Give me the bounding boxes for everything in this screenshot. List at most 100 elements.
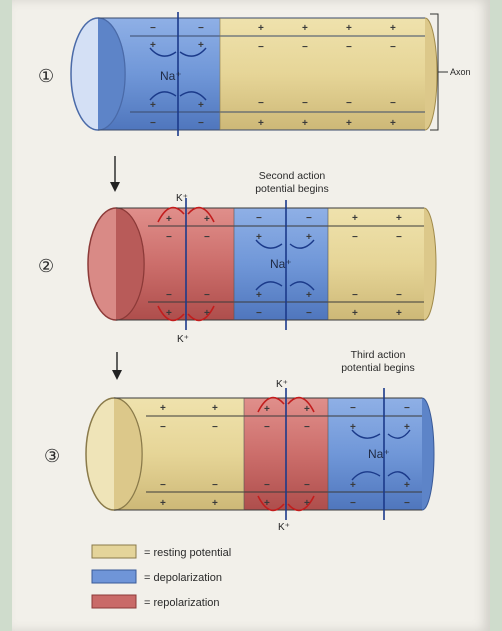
- svg-text:−: −: [166, 232, 172, 243]
- svg-text:−: −: [264, 480, 270, 491]
- second-ap-label-line1: Second action: [259, 170, 326, 182]
- arrow-down-icon: [110, 156, 120, 192]
- svg-text:−: −: [304, 480, 310, 491]
- resting-segment: [220, 18, 425, 130]
- svg-text:+: +: [256, 290, 262, 301]
- svg-text:−: −: [198, 118, 204, 129]
- svg-text:+: +: [390, 23, 396, 34]
- svg-text:−: −: [302, 42, 308, 53]
- resting-segment: [328, 208, 424, 320]
- svg-text:+: +: [306, 290, 312, 301]
- svg-text:+: +: [264, 404, 270, 415]
- svg-text:+: +: [198, 100, 204, 111]
- axon-3: Third action potential begins K⁺ K⁺ Na⁺ …: [44, 349, 434, 533]
- svg-text:+: +: [404, 480, 410, 491]
- svg-text:+: +: [302, 118, 308, 129]
- svg-text:−: −: [258, 98, 264, 109]
- svg-text:−: −: [166, 290, 172, 301]
- svg-text:−: −: [204, 232, 210, 243]
- svg-text:−: −: [160, 422, 166, 433]
- svg-text:+: +: [352, 308, 358, 319]
- legend-label-resting: = resting potential: [144, 547, 231, 559]
- svg-text:+: +: [304, 404, 310, 415]
- svg-text:−: −: [396, 232, 402, 243]
- third-ap-label-line1: Third action: [351, 349, 406, 361]
- svg-text:+: +: [346, 118, 352, 129]
- svg-text:+: +: [150, 100, 156, 111]
- legend-label-repolarization: = repolarization: [144, 597, 220, 609]
- legend-swatch-resting: [92, 545, 136, 558]
- svg-text:−: −: [404, 403, 410, 414]
- legend-swatch-repolarization: [92, 595, 136, 608]
- second-ap-label-line2: potential begins: [255, 183, 329, 195]
- svg-text:+: +: [350, 480, 356, 491]
- k-label-bottom: K⁺: [177, 334, 189, 345]
- svg-text:+: +: [302, 23, 308, 34]
- svg-text:−: −: [198, 23, 204, 34]
- svg-text:−: −: [306, 308, 312, 319]
- svg-text:−: −: [256, 308, 262, 319]
- svg-text:−: −: [306, 213, 312, 224]
- svg-text:+: +: [264, 498, 270, 509]
- na-label: Na⁺: [160, 69, 182, 83]
- svg-text:−: −: [390, 42, 396, 53]
- svg-text:+: +: [390, 118, 396, 129]
- svg-text:+: +: [258, 118, 264, 129]
- svg-text:−: −: [258, 42, 264, 53]
- svg-text:+: +: [256, 232, 262, 243]
- step-number-1: ①: [38, 66, 54, 86]
- svg-text:+: +: [350, 422, 356, 433]
- svg-text:+: +: [198, 40, 204, 51]
- svg-text:−: −: [150, 23, 156, 34]
- svg-text:+: +: [304, 498, 310, 509]
- legend: = resting potential = depolarization = r…: [92, 545, 231, 609]
- svg-text:+: +: [258, 23, 264, 34]
- svg-text:−: −: [204, 290, 210, 301]
- axon-1: Na⁺ − − + + + + − − + + + + − − − − − − − − + + + + Axon…: [38, 12, 471, 136]
- svg-text:+: +: [346, 23, 352, 34]
- svg-text:−: −: [304, 422, 310, 433]
- na-label: Na⁺: [368, 447, 390, 461]
- k-label-bottom: K⁺: [278, 522, 290, 533]
- svg-text:+: +: [204, 214, 210, 225]
- svg-text:−: −: [404, 498, 410, 509]
- svg-text:−: −: [150, 118, 156, 129]
- svg-text:+: +: [166, 308, 172, 319]
- svg-text:−: −: [350, 498, 356, 509]
- step-number-2: ②: [38, 256, 54, 276]
- axon-2: Second action potential begins K⁺ K⁺ Na⁺…: [38, 170, 436, 345]
- svg-text:−: −: [256, 213, 262, 224]
- svg-text:+: +: [204, 308, 210, 319]
- k-label-top: K⁺: [176, 193, 188, 204]
- svg-text:+: +: [404, 422, 410, 433]
- svg-text:−: −: [302, 98, 308, 109]
- svg-text:−: −: [160, 480, 166, 491]
- na-label: Na⁺: [270, 257, 292, 271]
- step-number-3: ③: [44, 446, 60, 466]
- svg-text:−: −: [346, 42, 352, 53]
- svg-text:+: +: [396, 213, 402, 224]
- axon-label: Axon: [450, 67, 471, 77]
- svg-text:−: −: [346, 98, 352, 109]
- k-label-top: K⁺: [276, 379, 288, 390]
- svg-text:+: +: [396, 308, 402, 319]
- svg-text:−: −: [350, 403, 356, 414]
- svg-text:−: −: [390, 98, 396, 109]
- svg-text:−: −: [212, 480, 218, 491]
- third-ap-label-line2: potential begins: [341, 362, 415, 374]
- svg-text:+: +: [212, 498, 218, 509]
- legend-swatch-depolarization: [92, 570, 136, 583]
- arrow-down-icon: [112, 352, 122, 380]
- svg-text:+: +: [352, 213, 358, 224]
- svg-text:+: +: [306, 232, 312, 243]
- svg-text:−: −: [396, 290, 402, 301]
- svg-text:−: −: [352, 232, 358, 243]
- svg-text:−: −: [352, 290, 358, 301]
- svg-text:−: −: [264, 422, 270, 433]
- legend-label-depolarization: = depolarization: [144, 572, 222, 584]
- svg-text:+: +: [166, 214, 172, 225]
- svg-text:+: +: [150, 40, 156, 51]
- svg-text:+: +: [212, 403, 218, 414]
- svg-text:+: +: [160, 498, 166, 509]
- svg-text:+: +: [160, 403, 166, 414]
